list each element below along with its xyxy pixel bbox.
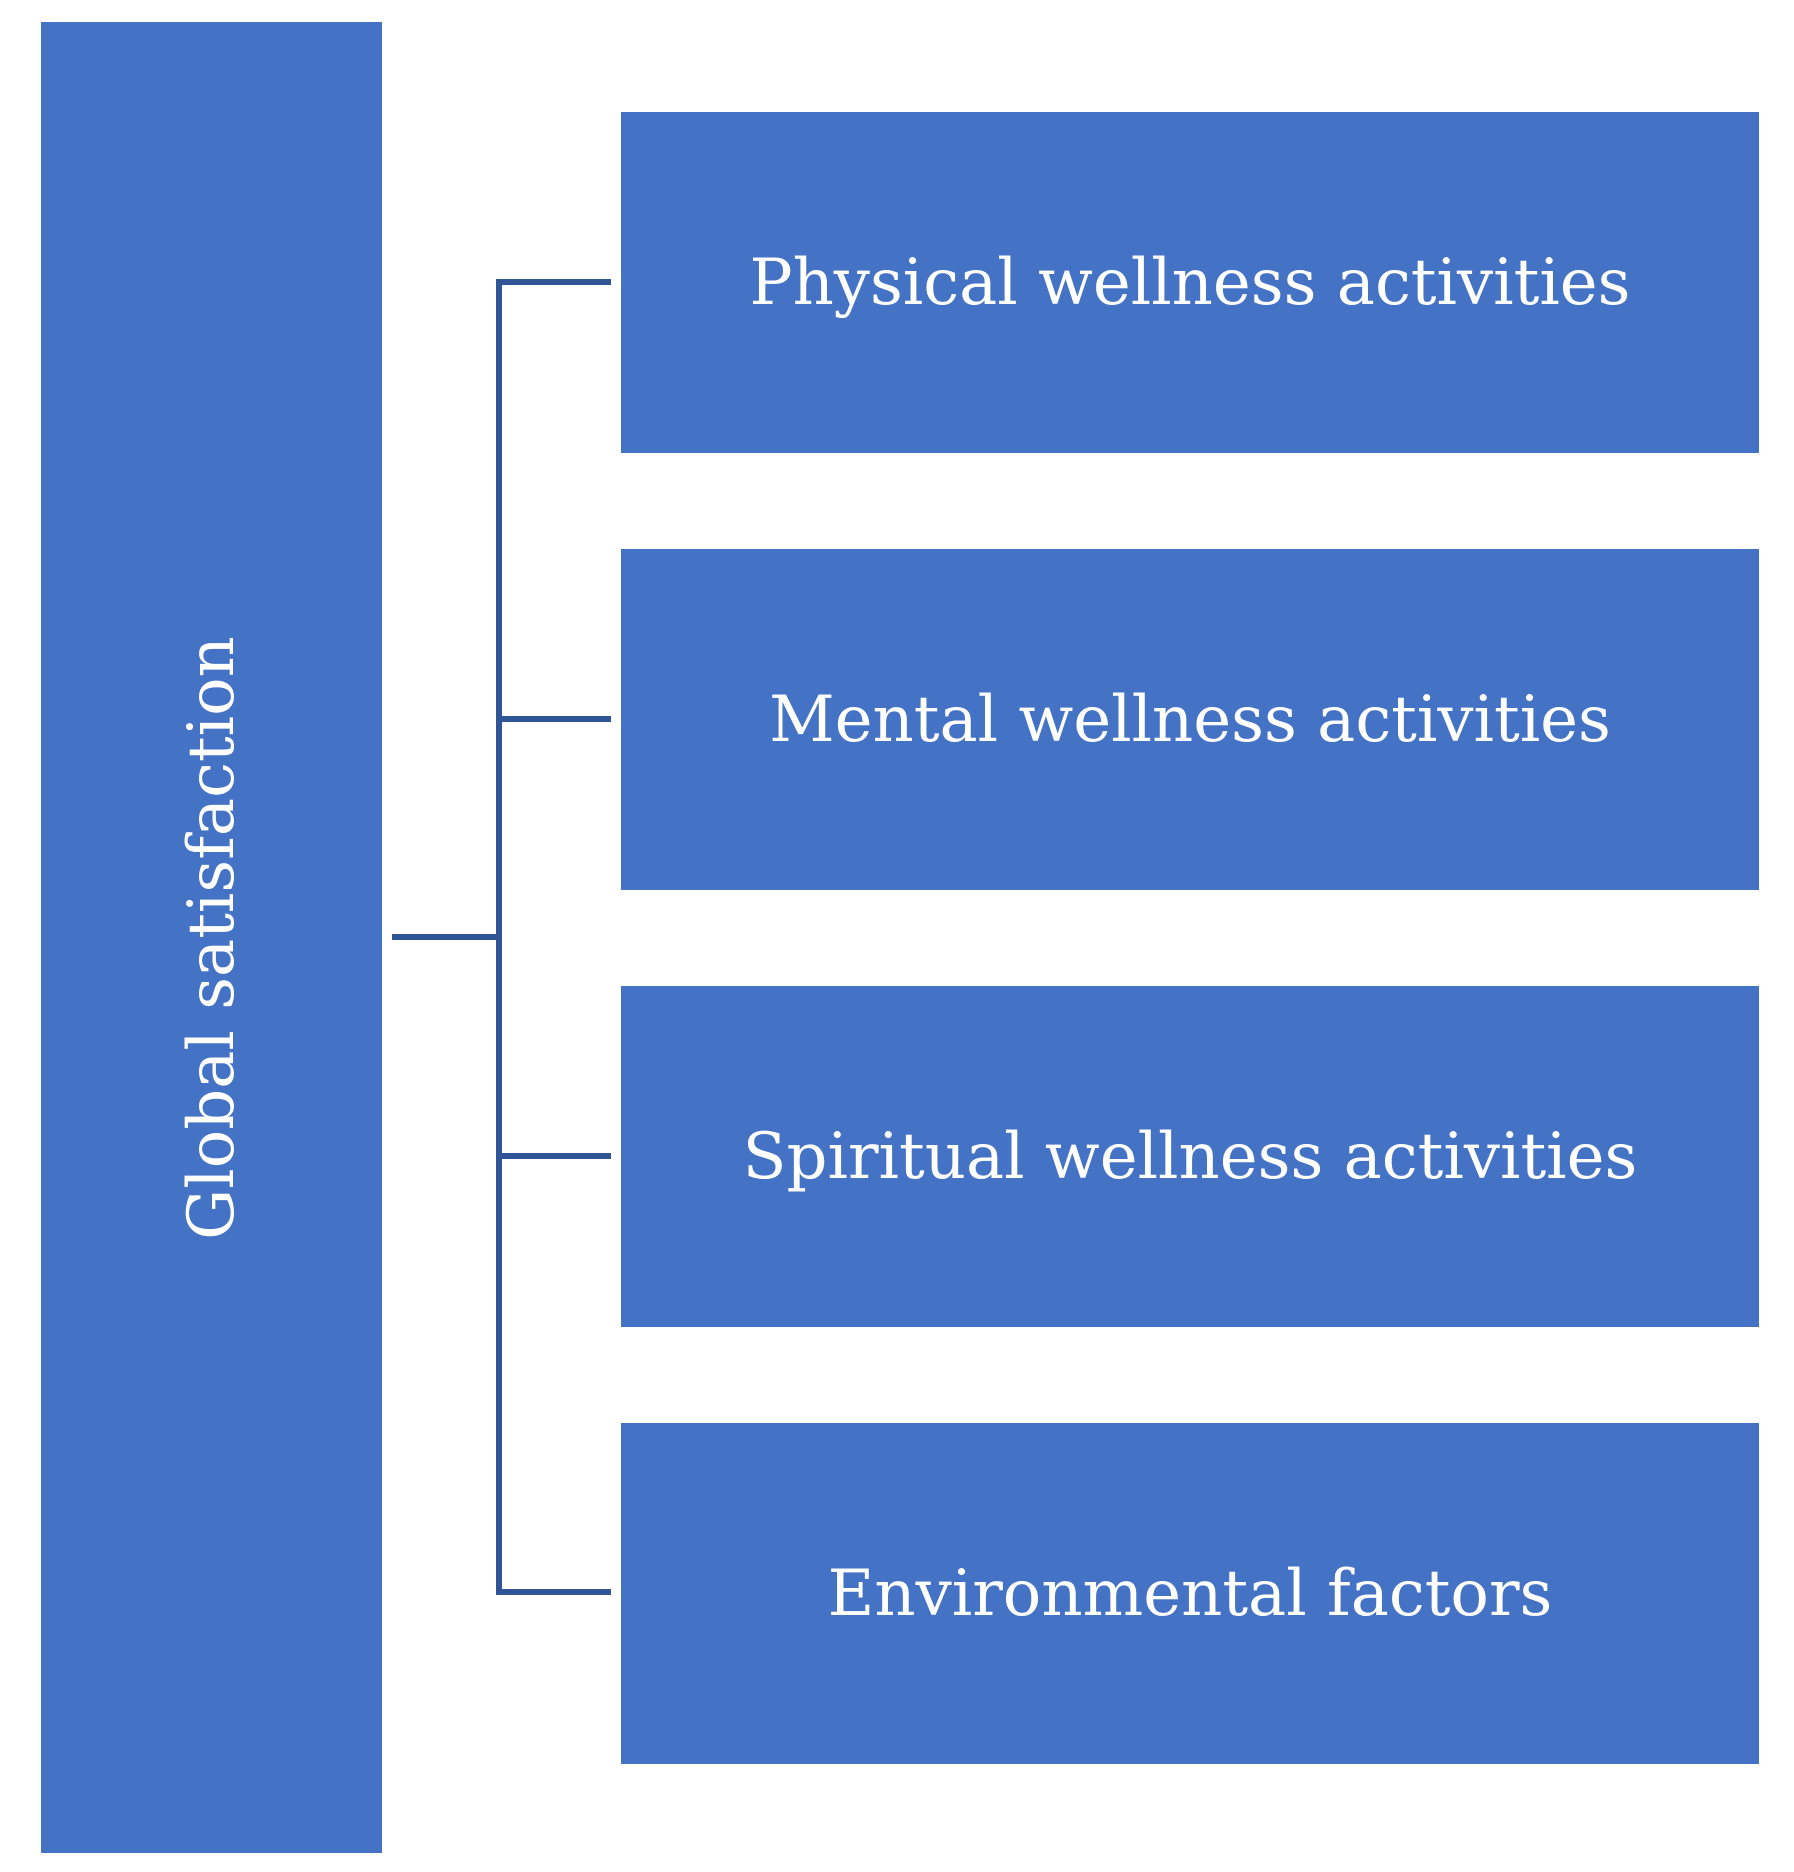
child-node-label: Physical wellness activities — [749, 245, 1631, 320]
child-node-label: Spiritual wellness activities — [742, 1119, 1638, 1194]
child-node-mental: Mental wellness activities — [621, 549, 1759, 890]
child-node-environmental: Environmental factors — [621, 1423, 1759, 1764]
child-node-physical: Physical wellness activities — [621, 112, 1759, 453]
root-node: Global satisfaction — [41, 22, 382, 1853]
child-node-label: Environmental factors — [827, 1556, 1553, 1631]
child-node-label: Mental wellness activities — [769, 682, 1611, 757]
root-node-label: Global satisfaction — [174, 635, 249, 1240]
child-node-spiritual: Spiritual wellness activities — [621, 986, 1759, 1327]
